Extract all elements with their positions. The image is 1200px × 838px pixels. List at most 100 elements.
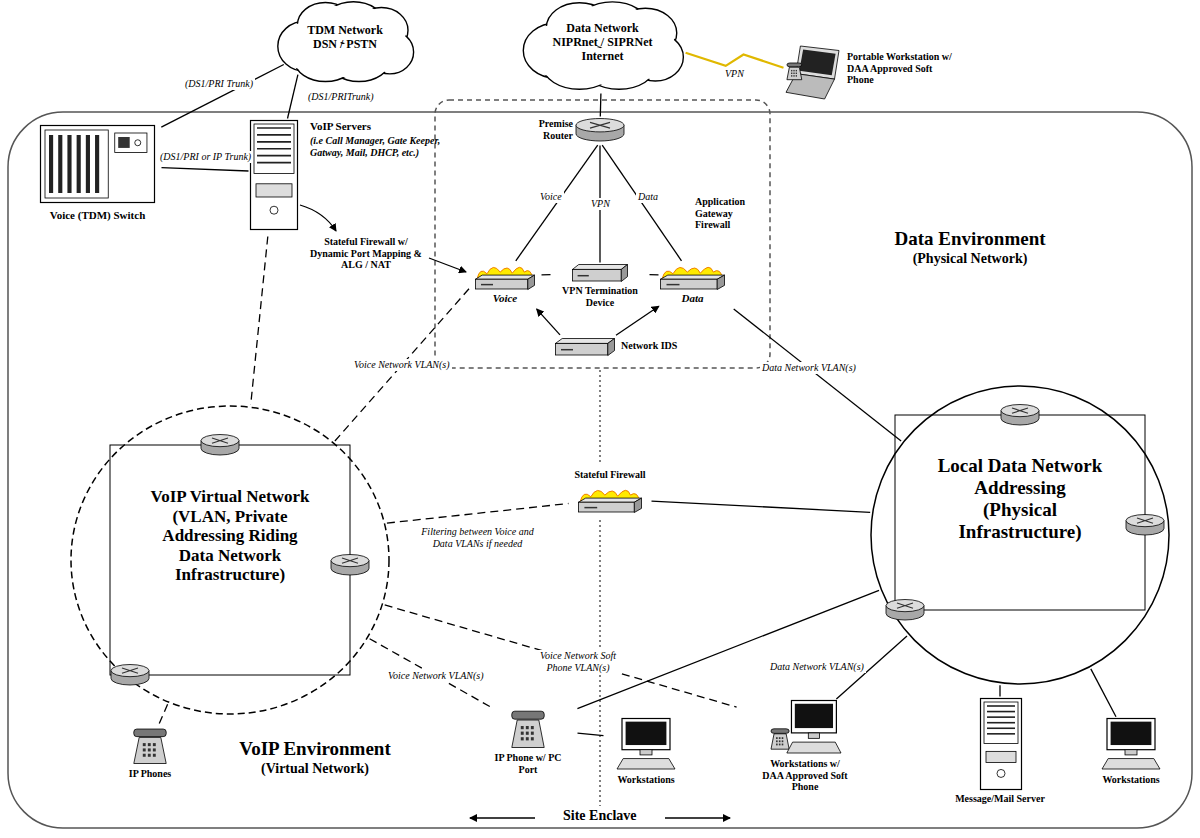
connector-label: VPN	[589, 198, 612, 210]
connector-label: Data	[636, 191, 660, 203]
connector	[600, 94, 602, 117]
connector	[652, 501, 871, 512]
connector	[385, 605, 737, 707]
connector-label: Voice Network VLAN(s)	[386, 670, 486, 682]
device-node: Voice (TDM) Switch	[35, 125, 160, 227]
site-enclave-outline	[8, 112, 1192, 828]
node-label: Message/Mail Server	[945, 793, 1055, 805]
connector	[537, 309, 560, 335]
region-label: Data Environment	[860, 228, 1080, 250]
network-circle: Local Data Network Addressing (Physical …	[870, 385, 1170, 685]
server-icon	[250, 120, 298, 230]
connector-label: Voice Network Soft Phone VLAN(s)	[526, 650, 630, 673]
connector	[686, 53, 784, 68]
connector	[370, 639, 492, 708]
connector	[734, 309, 901, 441]
connector	[288, 75, 298, 119]
node-label: TDM Network DSN / PSTN	[300, 24, 390, 52]
connector	[161, 65, 283, 128]
node-label: Workstations w/ DAA Approved Soft Phone	[760, 758, 850, 793]
node-label: Local Data Network Addressing (Physical …	[935, 455, 1105, 542]
callout-arrow	[300, 205, 336, 231]
fw-icon	[660, 262, 725, 290]
node-label: VoIP Virtual Network (VLAN, Private Addr…	[148, 487, 312, 585]
router-icon	[575, 118, 625, 142]
node-label: Application Gateway Firewall	[695, 196, 767, 231]
perimeter-group-outline	[435, 100, 770, 368]
connector	[159, 704, 168, 724]
region-label: VoIP Environment	[200, 738, 430, 760]
connector	[1091, 669, 1116, 717]
network-cloud: Data Network NIPRnet / SIPRNet Internet	[520, 0, 685, 92]
node-label: Premise Router	[531, 118, 573, 141]
dev-icon	[572, 264, 628, 282]
laptop-icon	[785, 45, 840, 100]
connector-label: (DS1/PRI or IP Trunk)	[158, 151, 253, 163]
node-label: Data Network NIPRnet / SIPRNet Internet	[545, 22, 660, 63]
device-node: Stateful Firewall	[570, 485, 650, 515]
node-label: VoIP Servers	[310, 120, 445, 133]
device-node: Workstations	[605, 718, 687, 792]
connector	[516, 145, 598, 261]
device-node: Voice	[470, 262, 540, 308]
node-label: Voice (TDM) Switch	[35, 209, 160, 222]
network-cloud: TDM Network DSN / PSTN	[275, 0, 415, 84]
device-node: VPN Termination Device	[552, 264, 648, 310]
device-node: Premise Router	[531, 118, 626, 144]
connector-label: Data Network VLAN(s)	[768, 661, 866, 673]
wsp-icon	[770, 700, 842, 754]
device-node: IP Phone w/ PC Port	[480, 708, 576, 780]
device-node: IP Phones	[113, 726, 187, 786]
switch-icon	[40, 125, 155, 203]
ws-icon	[616, 718, 676, 770]
enclave-arrow	[665, 817, 730, 819]
callout-note: Stateful Firewall w/ Dynamic Port Mappin…	[305, 236, 427, 271]
node-label: Voice	[470, 292, 540, 305]
connector-label: (DS1/PRITrunk)	[306, 91, 376, 103]
device-node: Message/Mail Server	[945, 698, 1055, 810]
region-label: Site Enclave	[560, 808, 640, 824]
node-label: Portable Workstation w/ DAA Approved Sof…	[847, 51, 959, 86]
region-label: (Virtual Network)	[200, 761, 430, 777]
node-label: Workstations	[605, 774, 687, 786]
device-node: Application Gateway FirewallData	[660, 262, 735, 308]
device-node: VoIP Servers (i.e Call Manager, Gate Keep…	[250, 120, 445, 235]
connector	[650, 274, 659, 276]
connector-label: Filtering between Voice and Data VLANs i…	[413, 526, 542, 549]
node-label: Network IDS	[621, 340, 685, 352]
phone-icon	[510, 708, 546, 748]
phone-icon	[132, 726, 168, 764]
device-node: Workstations	[1090, 718, 1172, 792]
connector-label: Data Network VLAN(s)	[760, 362, 858, 374]
connector	[387, 504, 569, 524]
connector	[162, 168, 249, 171]
server-icon	[980, 698, 1022, 790]
enclave-arrow	[470, 817, 535, 819]
node-label: Stateful Firewall	[560, 469, 660, 481]
connector	[602, 145, 681, 261]
fw-icon	[578, 485, 642, 513]
node-label: Data	[660, 292, 725, 305]
connector	[578, 733, 604, 736]
connector-label: VPN	[723, 68, 746, 80]
dev-icon	[555, 338, 615, 356]
node-label: VPN Termination Device	[552, 285, 648, 308]
node-label: IP Phone w/ PC Port	[490, 752, 566, 775]
connector	[542, 274, 551, 275]
device-node: Portable Workstation w/ DAA Approved Sof…	[785, 45, 965, 107]
node-label: (i.e Call Manager, Gate Keeper, Gatway, …	[310, 135, 445, 158]
device-node: Workstations w/ DAA Approved Soft Phone	[738, 700, 873, 798]
region-label: (Physical Network)	[860, 251, 1080, 267]
ws-icon	[1101, 718, 1161, 770]
device-node: Network IDS	[555, 336, 685, 360]
network-circle: VoIP Virtual Network (VLAN, Private Addr…	[70, 405, 390, 715]
connector-label: Voice Network VLAN(s)	[352, 359, 452, 371]
enclave-divider	[599, 370, 601, 465]
connector	[999, 685, 1000, 696]
fw-icon	[475, 262, 535, 290]
connector-label: (DS1/PRI Trunk)	[183, 78, 255, 90]
connector	[335, 289, 469, 441]
callout-arrow	[429, 258, 466, 272]
node-label: IP Phones	[113, 768, 187, 780]
